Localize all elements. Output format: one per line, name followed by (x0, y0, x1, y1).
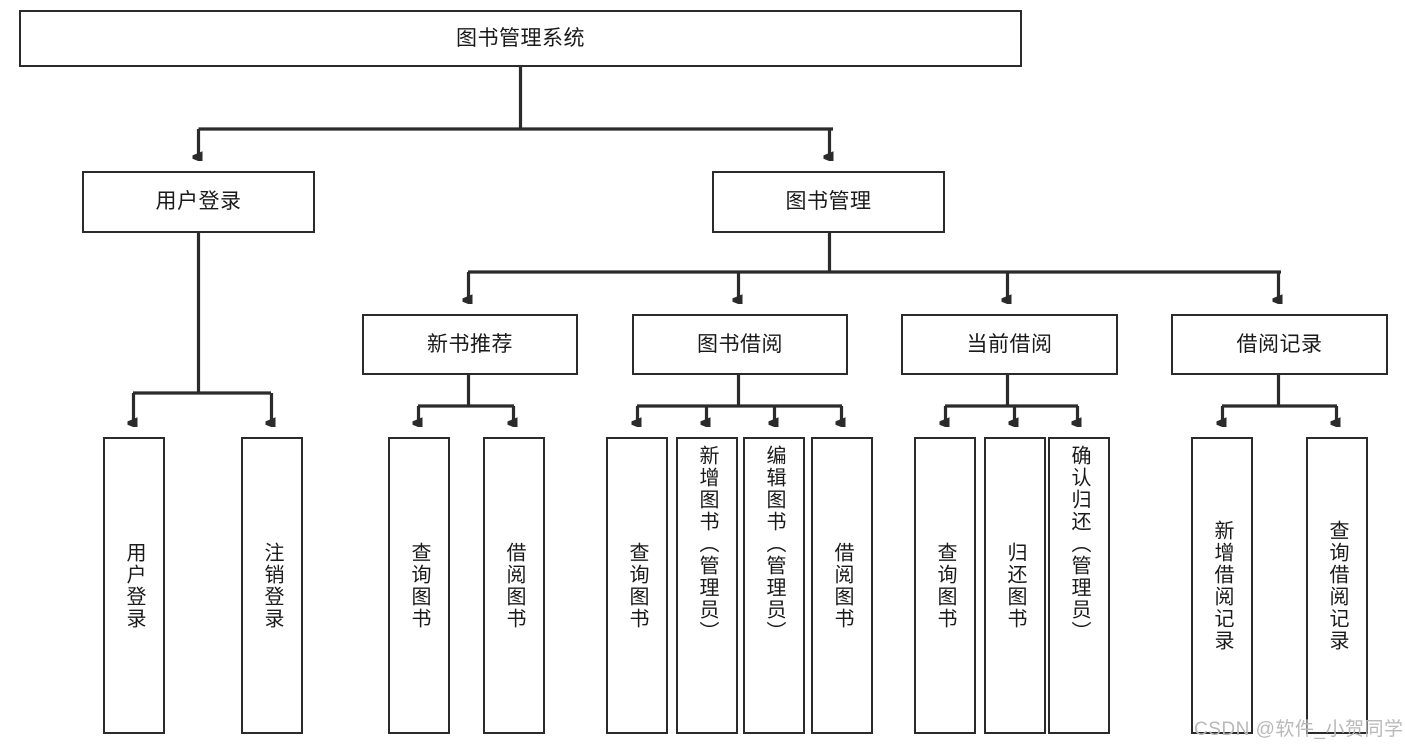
node-label: 新增图书（管理员） (696, 445, 718, 643)
node-label: 借阅图书 (503, 541, 525, 630)
node-label: 图书借阅 (697, 332, 783, 356)
node-book-management[interactable]: 图书管理 (712, 171, 945, 233)
node-label: 新增借阅记录 (1211, 519, 1233, 652)
node-new-book-recommendation[interactable]: 新书推荐 (362, 314, 578, 375)
node-leaf-query-book-borrow[interactable]: 查询图书 (606, 437, 668, 734)
node-label: 编辑图书（管理员） (763, 445, 785, 643)
node-user-login[interactable]: 用户登录 (82, 171, 315, 233)
node-label: 归还图书 (1004, 541, 1026, 630)
node-label: 当前借阅 (966, 332, 1053, 356)
node-leaf-add-book-admin[interactable]: 新增图书（管理员） (676, 437, 738, 734)
node-label: 查询借阅记录 (1326, 519, 1348, 652)
node-label: 确认归还（管理员） (1068, 445, 1090, 643)
node-leaf-logout[interactable]: 注销登录 (241, 437, 303, 734)
node-book-borrowing[interactable]: 图书借阅 (632, 314, 848, 375)
node-leaf-query-book-current[interactable]: 查询图书 (914, 437, 976, 734)
node-label: 查询图书 (934, 541, 956, 630)
node-leaf-borrow-book[interactable]: 借阅图书 (811, 437, 873, 734)
node-leaf-edit-book-admin[interactable]: 编辑图书（管理员） (743, 437, 805, 734)
node-leaf-user-login[interactable]: 用户登录 (103, 437, 165, 734)
node-label: 借阅记录 (1236, 332, 1323, 356)
node-label: 用户登录 (155, 190, 242, 214)
node-label: 新书推荐 (427, 332, 513, 356)
node-label: 图书管理系统 (456, 26, 585, 50)
node-borrowing-record[interactable]: 借阅记录 (1171, 314, 1388, 375)
node-leaf-confirm-return-admin[interactable]: 确认归还（管理员） (1048, 437, 1110, 734)
node-label: 借阅图书 (831, 541, 853, 630)
node-current-borrowing[interactable]: 当前借阅 (901, 314, 1118, 375)
csdn-watermark: CSDN @软件_小贺同学 (1194, 719, 1404, 740)
node-label: 注销登录 (261, 541, 283, 630)
node-leaf-query-book-newbook[interactable]: 查询图书 (388, 437, 450, 734)
node-leaf-borrow-book-newbook[interactable]: 借阅图书 (483, 437, 545, 734)
node-label: 查询图书 (626, 541, 648, 630)
node-label: 查询图书 (408, 541, 430, 630)
node-leaf-query-borrow-record[interactable]: 查询借阅记录 (1306, 437, 1368, 734)
node-label: 图书管理 (785, 190, 872, 214)
node-leaf-add-borrow-record[interactable]: 新增借阅记录 (1191, 437, 1253, 734)
node-leaf-return-book[interactable]: 归还图书 (984, 437, 1046, 734)
node-label: 用户登录 (123, 541, 145, 630)
node-root-book-management-system[interactable]: 图书管理系统 (19, 10, 1022, 67)
